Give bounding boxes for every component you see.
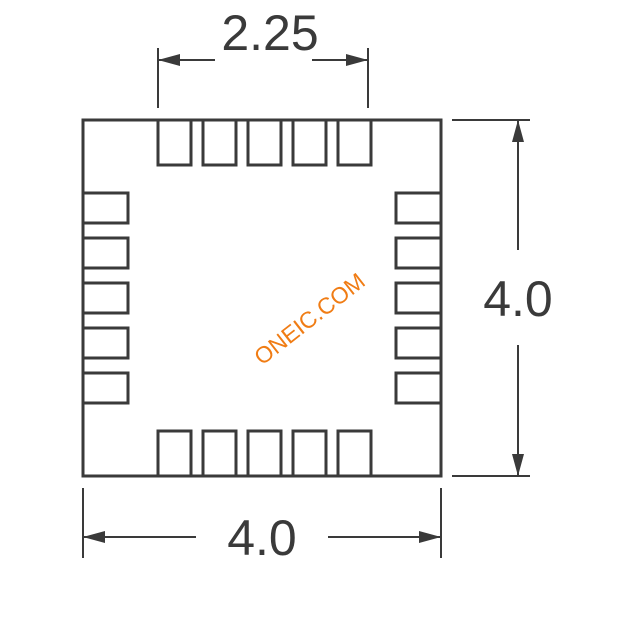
pin-left-1 <box>81 191 130 225</box>
dimension-width: 4.0 <box>82 488 442 566</box>
width-label: 4.0 <box>227 510 297 566</box>
watermark: ONEIC.COM <box>249 268 370 370</box>
pin-right-1 <box>394 191 443 225</box>
pin-right-3 <box>394 281 443 315</box>
height-label: 4.0 <box>483 271 553 327</box>
pins-right <box>394 191 443 405</box>
pin-bottom-1 <box>156 429 193 478</box>
package-body <box>81 118 443 478</box>
pin-left-3 <box>81 281 130 315</box>
pin-bottom-3 <box>246 429 283 478</box>
pin-top-4 <box>291 118 328 167</box>
pin-left-5 <box>81 371 130 405</box>
pins-top <box>156 118 373 167</box>
dimension-height: 4.0 <box>452 119 553 477</box>
pin-left-4 <box>81 326 130 360</box>
pins-bottom <box>156 429 373 478</box>
pin-top-3 <box>246 118 283 167</box>
pin-right-4 <box>394 326 443 360</box>
pin-left-2 <box>81 236 130 270</box>
dimension-pin-span: 2.25 <box>157 5 369 108</box>
pin-right-5 <box>394 371 443 405</box>
pin-bottom-5 <box>336 429 373 478</box>
pin-right-2 <box>394 236 443 270</box>
pin-span-label: 2.25 <box>221 5 318 61</box>
pins-left <box>81 191 130 405</box>
pin-top-5 <box>336 118 373 167</box>
pin-bottom-4 <box>291 429 328 478</box>
pin-top-1 <box>156 118 193 167</box>
pin-top-2 <box>201 118 238 167</box>
pin-bottom-2 <box>201 429 238 478</box>
